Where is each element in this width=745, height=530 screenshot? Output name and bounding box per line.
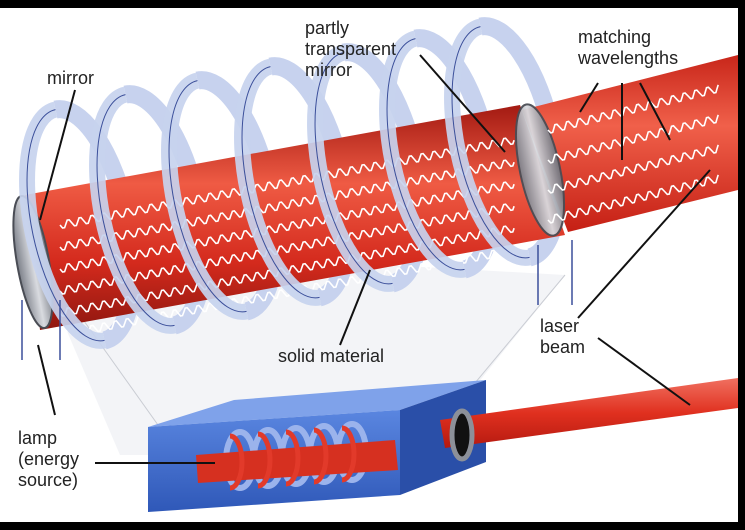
wave-line [547,144,719,194]
wave-line [547,114,719,164]
laser-beam-out [522,55,738,232]
wave-line [547,84,719,134]
wave-line [59,159,515,251]
label-line: transparent [305,39,397,59]
label-matching-wavelengths: matching wavelengths [578,27,678,69]
light-waves [59,84,719,339]
coil-loop-edge [168,80,247,313]
label-lamp: lamp (energy source) [18,428,79,491]
label-line: wavelengths [578,48,679,68]
laser-box [148,380,486,512]
label-line: beam [540,337,586,357]
label-line: laser [540,316,580,336]
label-mirror: mirror [47,68,94,88]
coil-loop-edge [386,38,465,271]
coil-loop-edge [451,26,530,259]
label-line: (energy [18,449,80,469]
wave-line [547,174,719,224]
label-line: lamp [18,428,58,448]
wave-line [59,203,515,295]
laser-beam-lower [440,378,738,448]
coil-loop-edge [96,94,175,327]
label-line: mirror [305,60,352,80]
label-laser-beam: laser beam [540,316,585,358]
label-line: partly [305,18,350,38]
lower-beam-aperture [449,408,475,462]
wave-line [59,137,515,229]
label-line: matching [578,27,652,47]
frame-top [0,0,745,8]
label-line: source) [18,470,79,490]
partly-transparent-mirror [514,103,566,237]
leader-lines [37,54,711,464]
frame-bottom [0,522,745,530]
frame-right [738,0,745,530]
coil-loop-edge [26,109,105,342]
label-solid-material: solid material [278,346,385,366]
coil-loop-edge [241,66,320,299]
wave-line [59,181,515,273]
label-partly-transparent-mirror: partly transparent mirror [305,18,396,81]
